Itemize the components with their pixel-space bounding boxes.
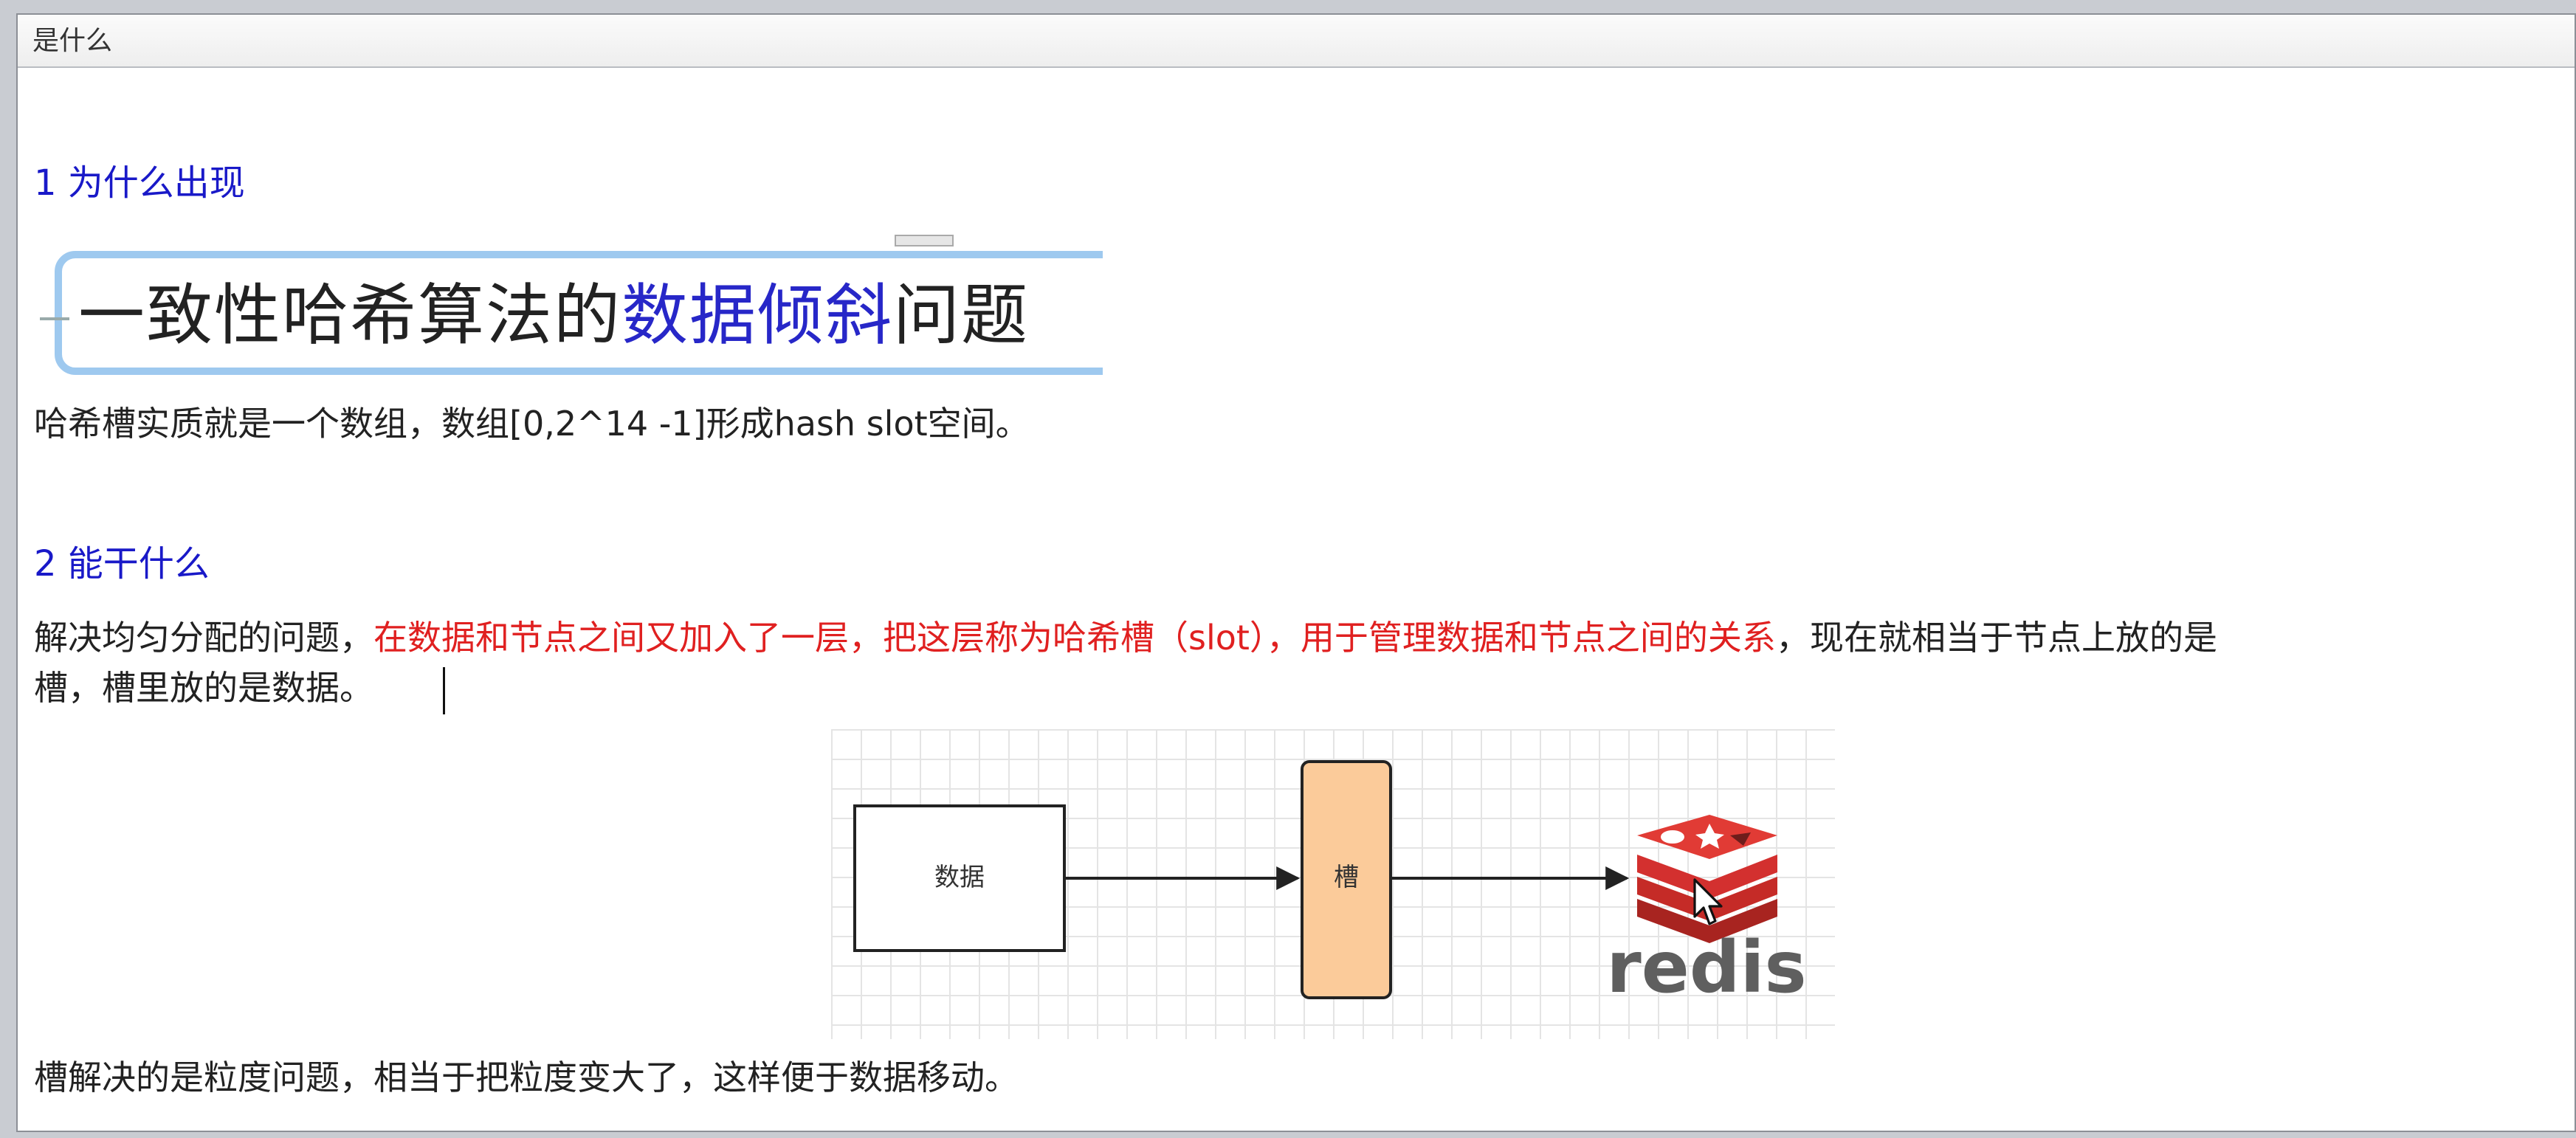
redis-logo-text: redis xyxy=(1606,926,1806,1009)
banner-resize-handle[interactable] xyxy=(895,235,954,246)
slot-diagram: 数据 槽 redis xyxy=(831,729,1835,1039)
granularity-paragraph: 槽解决的是粒度问题，相当于把粒度变大了，这样便于数据移动。 xyxy=(34,1058,1019,1097)
mouse-pointer-icon xyxy=(1693,878,1723,925)
data-box-label: 数据 xyxy=(934,863,985,892)
diagram-svg: 数据 槽 redis xyxy=(853,760,1807,1009)
banner-title: 一致性哈希算法的数据倾斜问题 xyxy=(78,277,1029,354)
purpose-paragraph-line1: 解决均匀分配的问题，在数据和节点之间又加入了一层，把这层称为哈希槽（slot），… xyxy=(34,614,2217,661)
banner-text-after: 问题 xyxy=(893,277,1029,354)
banner-frame xyxy=(55,251,1103,375)
data-box xyxy=(853,804,1066,952)
title-bar: 是什么 xyxy=(18,15,2575,68)
section-heading-what: 2 能干什么 xyxy=(34,543,210,584)
banner-image: 一致性哈希算法的数据倾斜问题 xyxy=(40,235,1103,379)
text-caret xyxy=(443,667,445,714)
hash-slot-paragraph: 哈希槽实质就是一个数组，数组[0,2^14 -1]形成hash slot空间。 xyxy=(34,404,1030,444)
document-window: 是什么 1 为什么出现 一致性哈希算法的数据倾斜问题 哈希槽实质就是一个数组，数… xyxy=(16,13,2576,1132)
redis-logo-icon: redis xyxy=(1606,815,1807,1009)
banner-text-highlight: 数据倾斜 xyxy=(621,277,893,354)
section-heading-why: 1 为什么出现 xyxy=(34,162,245,204)
purpose-text-highlight: 在数据和节点之间又加入了一层，把这层称为哈希槽（slot），用于管理数据和节点之… xyxy=(373,618,1776,658)
purpose-text-b: ，现在就相当于节点上放的是 xyxy=(1775,618,2217,658)
banner-text-before: 一致性哈希算法的 xyxy=(78,277,621,354)
slot-box-label: 槽 xyxy=(1334,863,1359,892)
banner-tick xyxy=(40,317,69,320)
purpose-text-a: 解决均匀分配的问题， xyxy=(34,618,373,658)
window-title: 是什么 xyxy=(32,26,113,56)
purpose-paragraph-line2: 槽，槽里放的是数据。 xyxy=(34,668,373,708)
